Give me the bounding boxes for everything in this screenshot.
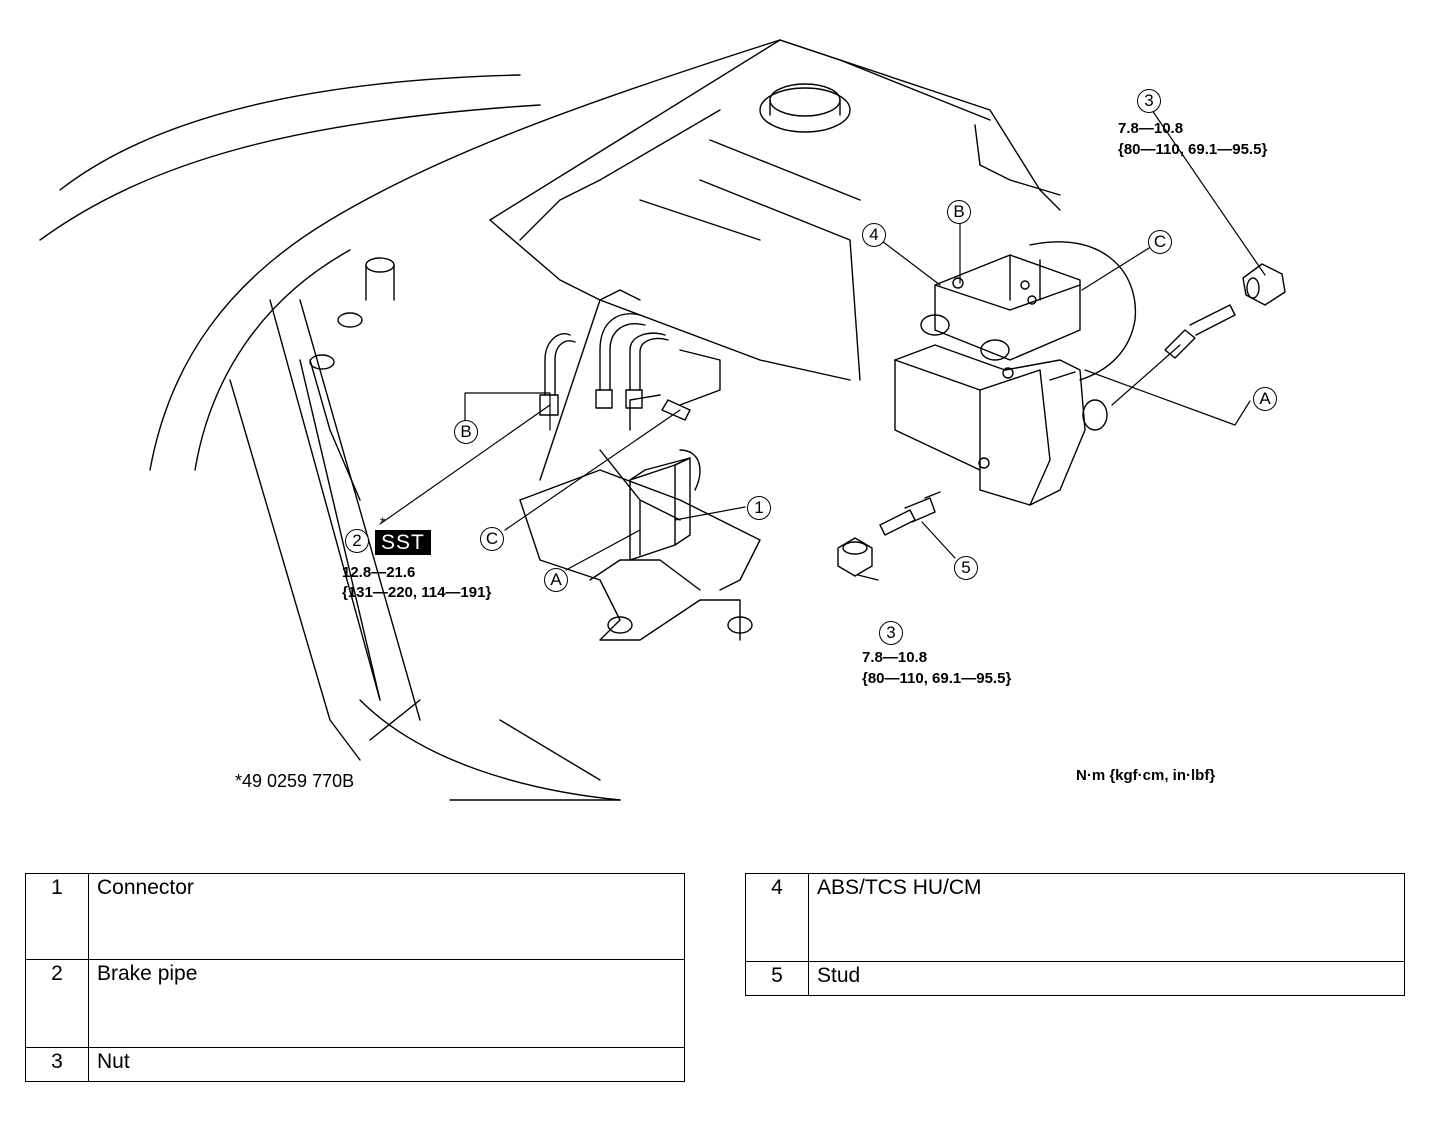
nut-lower: [837, 537, 873, 577]
sst-asterisk: *: [380, 514, 386, 530]
abs-hu-cm-unit: [894, 241, 1137, 506]
nut-upper: [1242, 263, 1286, 306]
nut-bottom-torque-alt: {80—110, 69.1—95.5}: [862, 670, 1012, 687]
callout-3-top: 3: [1137, 89, 1161, 113]
callout-2: 2: [345, 529, 369, 553]
brake-pipes: [539, 313, 721, 431]
nut-top-torque-alt: {80—110, 69.1—95.5}: [1118, 141, 1268, 158]
legend-part-name: Nut: [88, 1047, 685, 1082]
legend-part-name: Connector: [88, 873, 685, 960]
stud-upper: [1164, 304, 1236, 359]
legend-row: 3 Nut: [25, 1047, 685, 1082]
callout-b-left: B: [454, 420, 478, 444]
callout-a-right: A: [1253, 387, 1277, 411]
legend-table-right: 4 ABS/TCS HU/CM 5 Stud: [745, 873, 1405, 996]
connector-part: [629, 449, 701, 561]
legend-number: 1: [25, 873, 89, 960]
callout-3-bottom: 3: [879, 621, 903, 645]
callout-c-left: C: [480, 527, 504, 551]
legend-number: 5: [745, 961, 809, 996]
callout-a-left: A: [544, 568, 568, 592]
legend-number: 2: [25, 959, 89, 1048]
leader-lines: [379, 99, 1266, 581]
nut-top-torque-nm: 7.8—10.8: [1118, 120, 1184, 137]
legend-number: 3: [25, 1047, 89, 1082]
legend-part-name: Stud: [808, 961, 1405, 996]
legend-part-name: Brake pipe: [88, 959, 685, 1048]
fender-outline: [39, 39, 781, 801]
legend-number: 4: [745, 873, 809, 962]
nut-bottom-torque-nm: 7.8—10.8: [862, 649, 928, 666]
torque-units: N·m {kgf·cm, in·lbf}: [1076, 767, 1216, 784]
stud-lower: [879, 491, 941, 536]
brake-pipe-torque-nm: 12.8—21.6: [342, 564, 416, 581]
callout-1: 1: [747, 496, 771, 520]
sst-tool-number: *49 0259 770B: [235, 771, 355, 791]
legend-row: 2 Brake pipe: [25, 959, 685, 1048]
legend-table-left: 1 Connector 2 Brake pipe 3 Nut: [25, 873, 685, 1082]
callout-4: 4: [862, 223, 886, 247]
legend-row: 1 Connector: [25, 873, 685, 960]
abs-hu-cm-removal-diagram: [39, 39, 1286, 801]
legend-row: 5 Stud: [745, 961, 1405, 996]
legend-part-name: ABS/TCS HU/CM: [808, 873, 1405, 962]
mounting-posts: [309, 257, 395, 501]
reservoir-cap: [759, 83, 851, 133]
sst-badge: SST: [375, 530, 431, 555]
callout-b-right: B: [947, 200, 971, 224]
legend-row: 4 ABS/TCS HU/CM: [745, 873, 1405, 962]
engine-compartment: [489, 39, 1061, 381]
brake-pipe-torque-alt: {131—220, 114—191}: [342, 584, 492, 601]
callout-5: 5: [954, 556, 978, 580]
callout-c-right: C: [1148, 230, 1172, 254]
